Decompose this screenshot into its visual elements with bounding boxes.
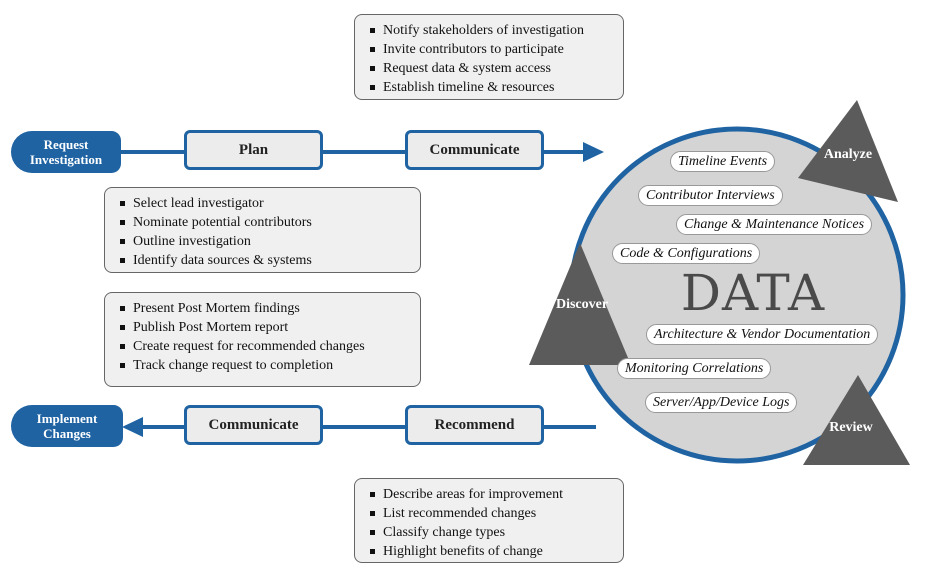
plan-step[interactable]: Plan <box>184 130 323 170</box>
note-item: Outline investigation <box>119 232 410 251</box>
request-investigation-pill[interactable]: Request Investigation <box>11 131 121 173</box>
note-item: Establish timeline & resources <box>369 78 613 97</box>
communicate-step-bottom[interactable]: Communicate <box>184 405 323 445</box>
communicate-notes-box: Notify stakeholders of investigation Inv… <box>354 14 624 100</box>
implement-changes-pill[interactable]: Implement Changes <box>11 405 123 447</box>
communicate-step-top[interactable]: Communicate <box>405 130 544 170</box>
note-item: Invite contributors to participate <box>369 40 613 59</box>
communicate-step-bottom-label: Communicate <box>208 416 299 433</box>
bottom-flow-arrowhead <box>122 417 143 437</box>
communicate-step-top-label: Communicate <box>429 141 520 158</box>
recommend-step[interactable]: Recommend <box>405 405 544 445</box>
recommend-notes-box: Describe areas for improvement List reco… <box>354 478 624 563</box>
note-item: Create request for recommended changes <box>119 337 410 356</box>
implement-changes-label: Implement Changes <box>36 411 98 441</box>
request-investigation-label: Request Investigation <box>29 137 103 167</box>
data-source-tag: Code & Configurations <box>612 243 761 264</box>
data-source-tag: Architecture & Vendor Documentation <box>646 324 879 345</box>
analyze-triangle <box>798 100 898 202</box>
recommend-step-label: Recommend <box>434 416 515 433</box>
note-item: Publish Post Mortem report <box>119 318 410 337</box>
data-source-tag: Contributor Interviews <box>638 185 783 206</box>
data-source-tag: Monitoring Correlations <box>617 358 772 379</box>
note-item: Select lead investigator <box>119 194 410 213</box>
note-item: Describe areas for improvement <box>369 485 613 504</box>
discover-label: Discover <box>555 297 609 312</box>
plan-step-label: Plan <box>238 141 269 158</box>
top-flow-arrowhead <box>583 142 604 162</box>
note-item: Track change request to completion <box>119 356 410 375</box>
note-item: Notify stakeholders of investigation <box>369 21 613 40</box>
note-item: Present Post Mortem findings <box>119 299 410 318</box>
review-triangle <box>803 375 910 465</box>
data-source-tag: Server/App/Device Logs <box>645 392 798 413</box>
data-source-tag: Timeline Events <box>670 151 776 172</box>
note-item: Classify change types <box>369 523 613 542</box>
plan-notes-box: Select lead investigator Nominate potent… <box>104 187 421 273</box>
analyze-label: Analyze <box>823 147 873 162</box>
note-item: Highlight benefits of change <box>369 542 613 561</box>
report-notes-box: Present Post Mortem findings Publish Pos… <box>104 292 421 387</box>
note-item: Request data & system access <box>369 59 613 78</box>
review-label: Review <box>829 420 873 435</box>
note-item: Nominate potential contributors <box>119 213 410 232</box>
data-source-tag: Change & Maintenance Notices <box>676 214 873 235</box>
note-item: Identify data sources & systems <box>119 251 410 270</box>
note-item: List recommended changes <box>369 504 613 523</box>
data-center-label: DATA <box>680 264 826 322</box>
discover-triangle <box>529 243 631 365</box>
